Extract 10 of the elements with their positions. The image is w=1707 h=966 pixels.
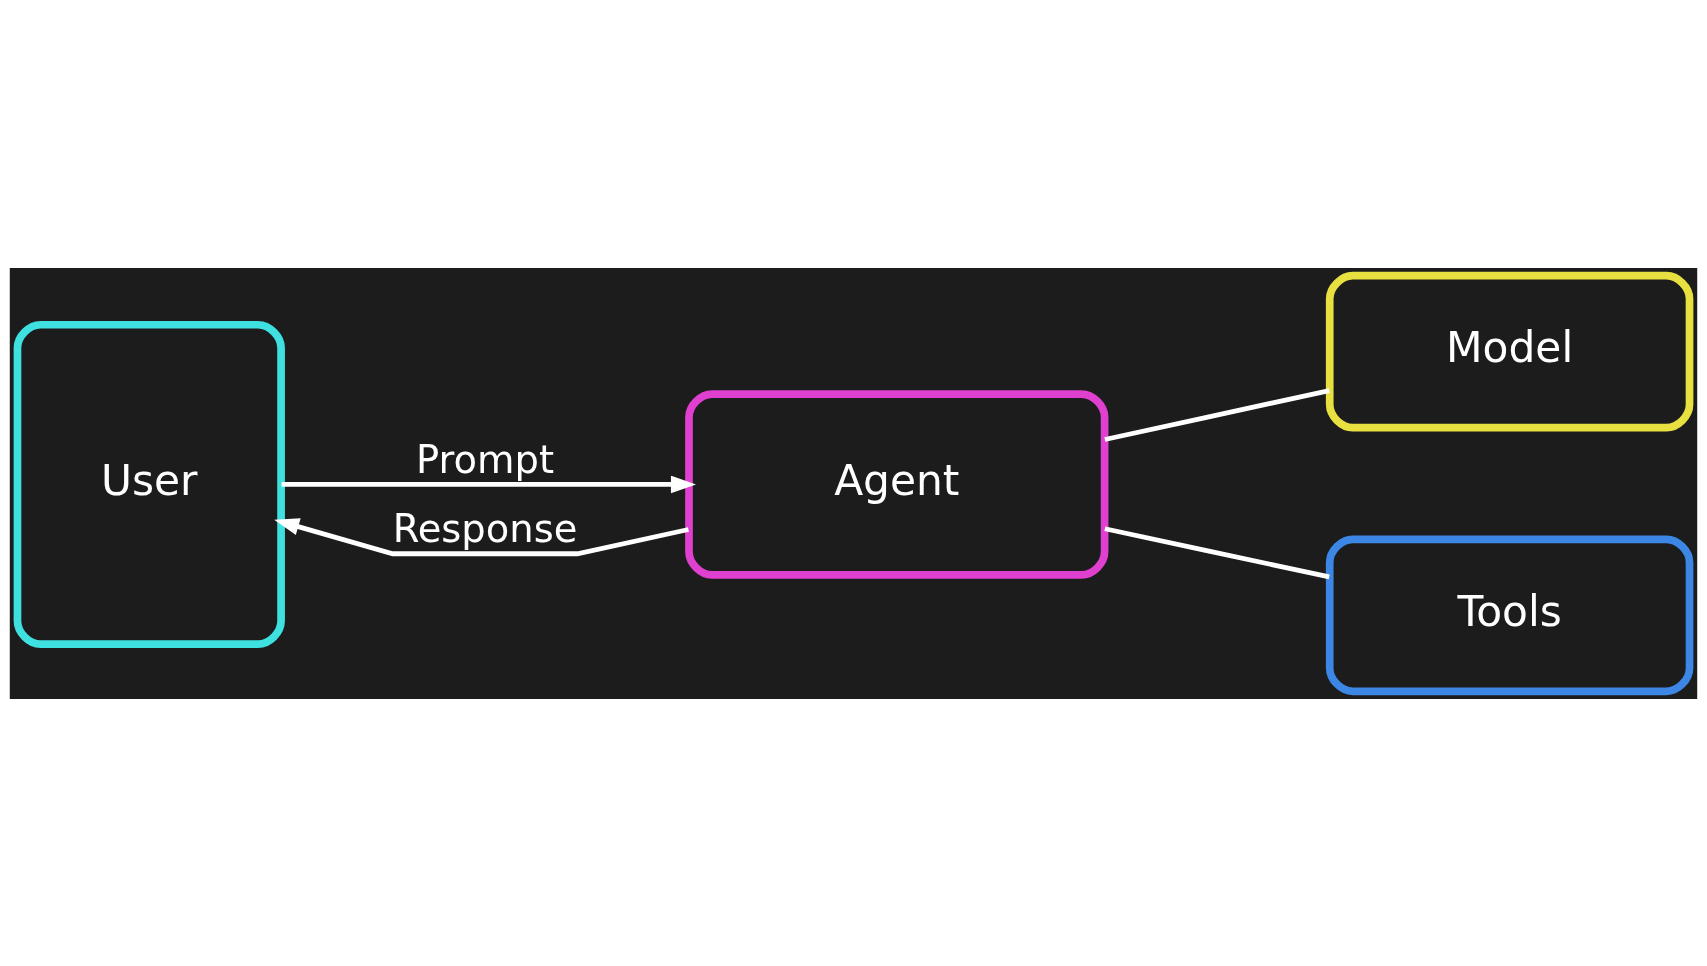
connector bbox=[1104, 387, 1330, 442]
node-box: User bbox=[13, 320, 285, 648]
node-box: Tools bbox=[1325, 534, 1694, 695]
node-box: Model bbox=[1325, 271, 1694, 432]
arrow bbox=[281, 475, 696, 493]
connector bbox=[1104, 525, 1330, 579]
node-box: Agent bbox=[685, 389, 1109, 579]
edge-label: Response bbox=[392, 505, 578, 551]
edge-label: Prompt bbox=[416, 436, 555, 482]
arrow bbox=[274, 517, 689, 556]
